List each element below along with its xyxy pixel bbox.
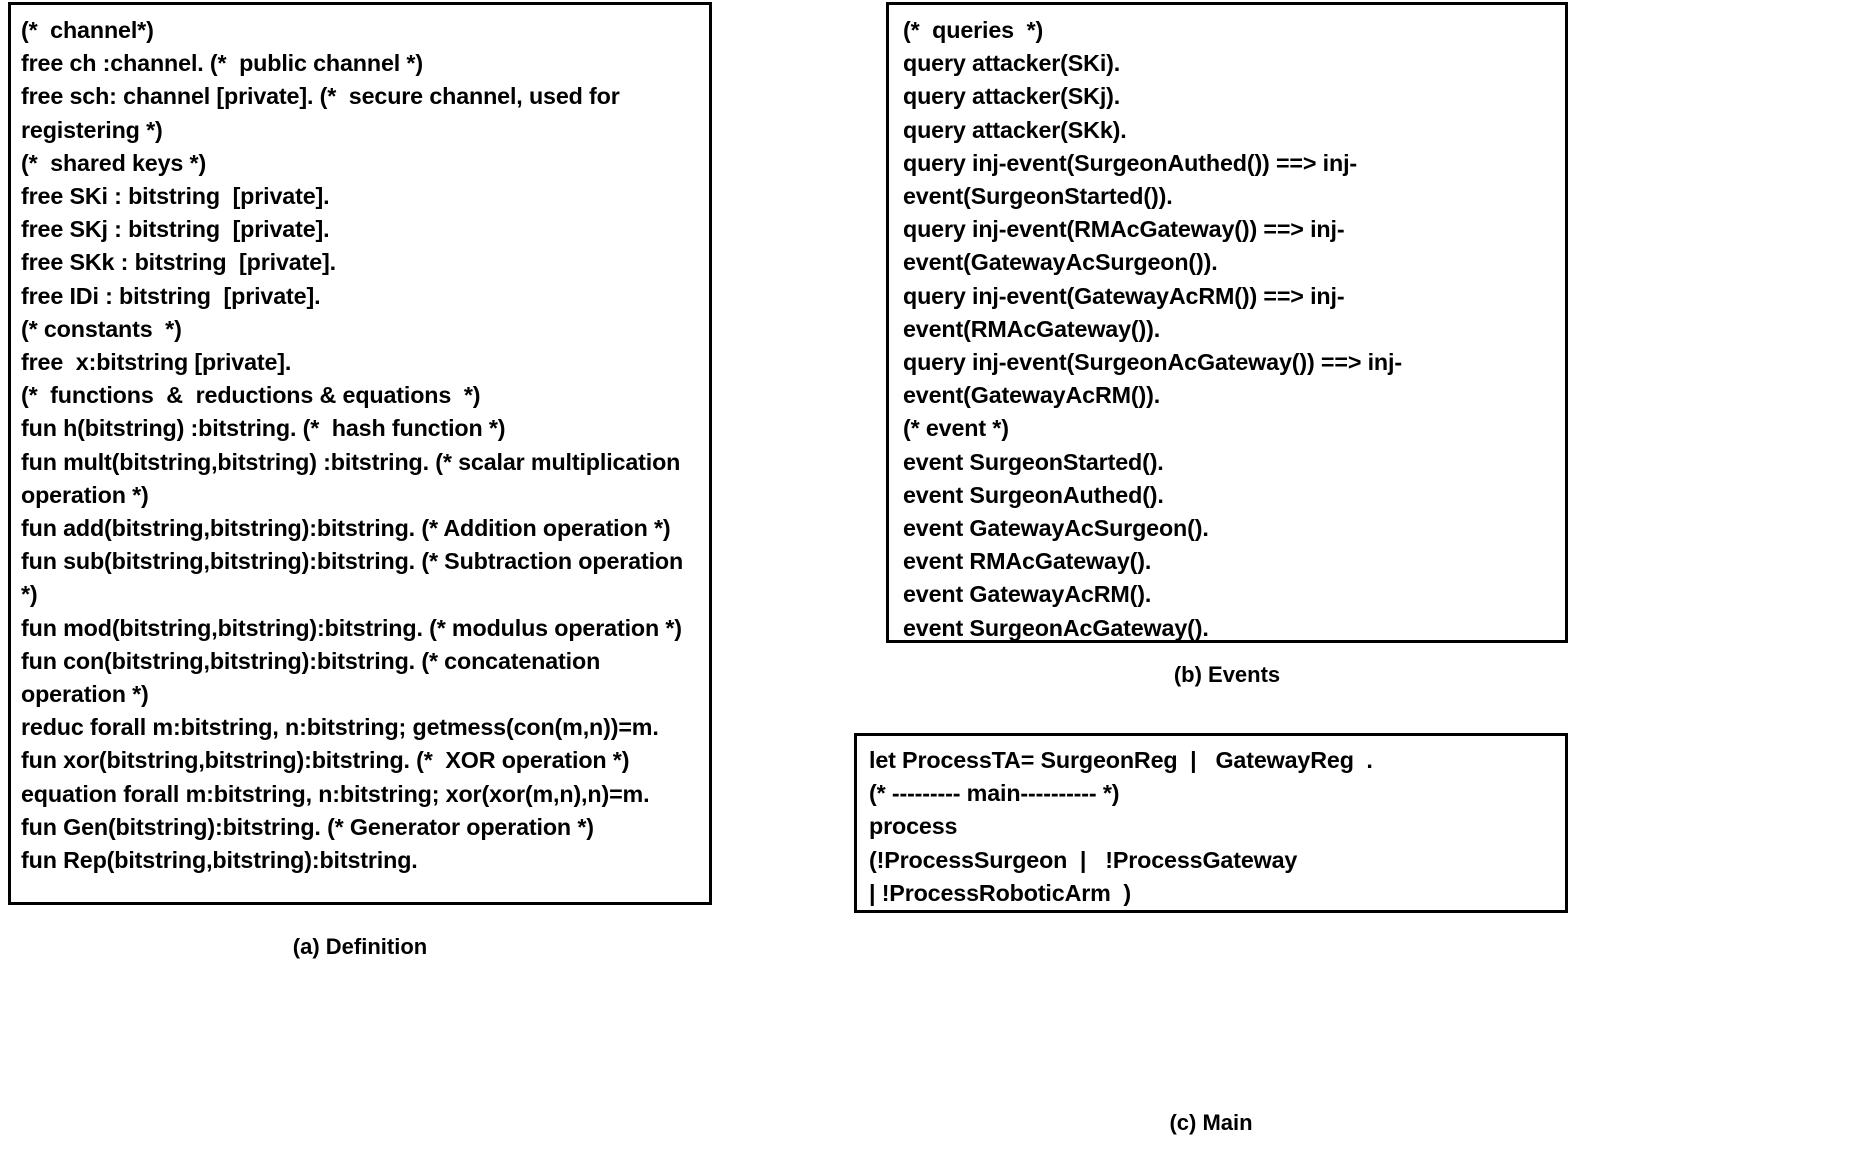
panel-caption-events: (b) Events [1173, 662, 1281, 687]
code-line: query inj-event(SurgeonAcGateway()) ==> … [903, 349, 1402, 409]
code-line: (* functions & reductions & equations *) [21, 382, 481, 409]
code-line: fun h(bitstring) :bitstring. (* hash fun… [21, 415, 506, 442]
code-line: (!ProcessSurgeon | !ProcessGateway [869, 846, 1298, 873]
code-line: event SurgeonStarted(). [903, 448, 1164, 475]
code-line: (* constants *) [21, 315, 182, 342]
panel-caption-definition: (a) Definition [292, 934, 428, 959]
code-line: free SKj : bitstring [private]. [21, 216, 330, 243]
code-line: (* queries *) [903, 17, 1044, 43]
code-line: (* shared keys *) [21, 149, 207, 176]
code-line: free x:bitstring [private]. [21, 349, 292, 376]
panel-caption-main: (c) Main [1169, 1110, 1253, 1135]
code-line: equation forall m:bitstring, n:bitstring… [21, 780, 650, 807]
code-line: event GatewayAcSurgeon(). [903, 515, 1209, 542]
code-line: (* event *) [903, 415, 1009, 442]
code-line: event SurgeonAcGateway(). [903, 614, 1209, 641]
code-line: free IDi : bitstring [private]. [21, 282, 321, 309]
code-line: free sch: channel [private]. (* secure c… [21, 83, 626, 143]
code-line: query inj-event(GatewayAcRM()) ==> inj-e… [903, 282, 1345, 342]
code-line: event RMAcGateway(). [903, 548, 1152, 575]
code-line: fun xor(bitstring,bitstring):bitstring. … [21, 747, 630, 774]
code-line: let ProcessTA= SurgeonReg | GatewayReg . [869, 747, 1373, 773]
code-line: query inj-event(SurgeonAuthed()) ==> inj… [903, 149, 1357, 210]
code-line: (* --------- main---------- *) [869, 780, 1120, 807]
code-line-list-definition: (* channel*) free ch :channel. (* public… [11, 5, 709, 881]
code-line: event GatewayAcRM(). [903, 581, 1152, 608]
code-line: | !ProcessRoboticArm ) [869, 879, 1131, 906]
code-line-list-events: (* queries *) query attacker(SKi). query… [889, 5, 1565, 641]
code-line: free SKi : bitstring [private]. [21, 183, 330, 210]
code-line: fun con(bitstring,bitstring):bitstring. … [21, 647, 607, 708]
code-panel-events: (* queries *) query attacker(SKi). query… [886, 2, 1568, 643]
code-line: (* channel*) [21, 17, 154, 43]
code-line: event SurgeonAuthed(). [903, 481, 1164, 508]
code-line: free ch :channel. (* public channel *) [21, 50, 423, 77]
code-line: fun mod(bitstring,bitstring):bitstring. … [21, 614, 682, 641]
code-line: fun Gen(bitstring):bitstring. (* Generat… [21, 813, 594, 840]
code-line: fun sub(bitstring,bitstring):bitstring. … [21, 548, 690, 608]
code-line: process [869, 813, 958, 840]
code-line-list-main: let ProcessTA= SurgeonReg | GatewayReg .… [857, 736, 1565, 910]
code-line: query inj-event(RMAcGateway()) ==> inj-e… [903, 216, 1345, 276]
code-line: free SKk : bitstring [private]. [21, 249, 336, 276]
code-line: fun add(bitstring,bitstring):bitstring. … [21, 515, 671, 542]
code-line: query attacker(SKk). [903, 116, 1127, 143]
code-line: query attacker(SKi). [903, 50, 1121, 77]
code-line: query attacker(SKj). [903, 83, 1121, 110]
code-panel-definition: (* channel*) free ch :channel. (* public… [8, 2, 712, 905]
code-panel-main: let ProcessTA= SurgeonReg | GatewayReg .… [854, 733, 1568, 913]
code-line: reduc forall m:bitstring, n:bitstring; g… [21, 714, 659, 741]
code-line: fun Rep(bitstring,bitstring):bitstring. [21, 847, 418, 874]
code-line: fun mult(bitstring,bitstring) :bitstring… [21, 448, 687, 508]
